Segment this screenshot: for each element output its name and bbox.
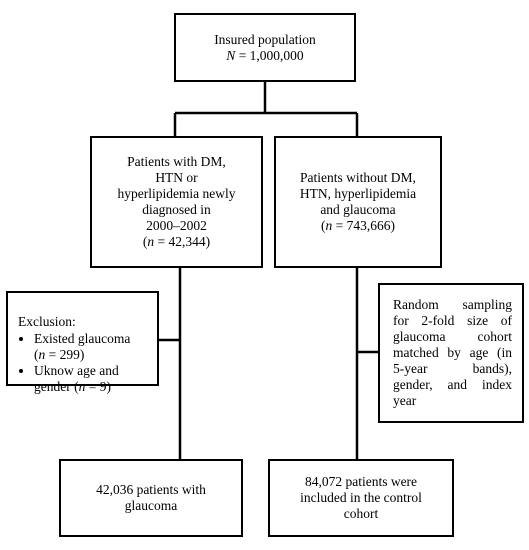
glaucoma-line: glaucoma [124, 498, 178, 513]
dm-line: HTN or [155, 170, 198, 185]
random-line: 5-year bands), [393, 361, 512, 376]
glaucoma-line: 42,036 patients with [96, 482, 206, 497]
insured-population-box: Insured population N = 1,000,000 [174, 13, 356, 82]
non-dm-patients-box: Patients without DM, HTN, hyperlipidemia… [274, 136, 442, 268]
insured-count: N = 1,000,000 [226, 47, 304, 63]
insured-title: Insured population [214, 31, 316, 47]
control-line: included in the control [300, 490, 422, 505]
random-line: year [393, 393, 417, 408]
control-line: cohort [343, 506, 379, 521]
random-sampling-box: Random sampling for 2-fold size of glauc… [378, 283, 524, 423]
exclusion-list: Existed glaucoma (n = 299) Uknow age and… [18, 331, 149, 395]
nodm-line: Patients without DM, [300, 170, 416, 185]
exclusion-title: Exclusion: [18, 314, 76, 329]
random-line: matched by age (in [393, 345, 512, 360]
exclusion-item: Existed glaucoma (n = 299) [34, 331, 149, 363]
random-line: gender, and index [393, 377, 512, 392]
glaucoma-cohort-box: 42,036 patients with glaucoma [59, 459, 243, 537]
dm-line: Patients with DM, [127, 154, 226, 169]
dm-patients-box: Patients with DM, HTN or hyperlipidemia … [90, 136, 263, 268]
dm-line: diagnosed in [142, 202, 211, 217]
nodm-count: (n = 743,666) [321, 218, 395, 233]
control-line: 84,072 patients were [304, 474, 418, 489]
random-line: Random sampling [393, 297, 512, 312]
exclusion-item: Uknow age and gender (n = 9) [34, 363, 149, 395]
random-line: glaucoma cohort [393, 329, 512, 344]
control-cohort-box: 84,072 patients were included in the con… [268, 459, 454, 537]
dm-count: (n = 42,344) [142, 234, 211, 249]
dm-line: hyperlipidemia newly [117, 186, 236, 201]
dm-line: 2000–2002 [146, 218, 207, 233]
exclusion-box: Exclusion: Existed glaucoma (n = 299) Uk… [6, 291, 159, 394]
nodm-line: and glaucoma [320, 202, 396, 217]
nodm-line: HTN, hyperlipidemia [299, 186, 417, 201]
random-line: for 2-fold size of [393, 313, 512, 328]
